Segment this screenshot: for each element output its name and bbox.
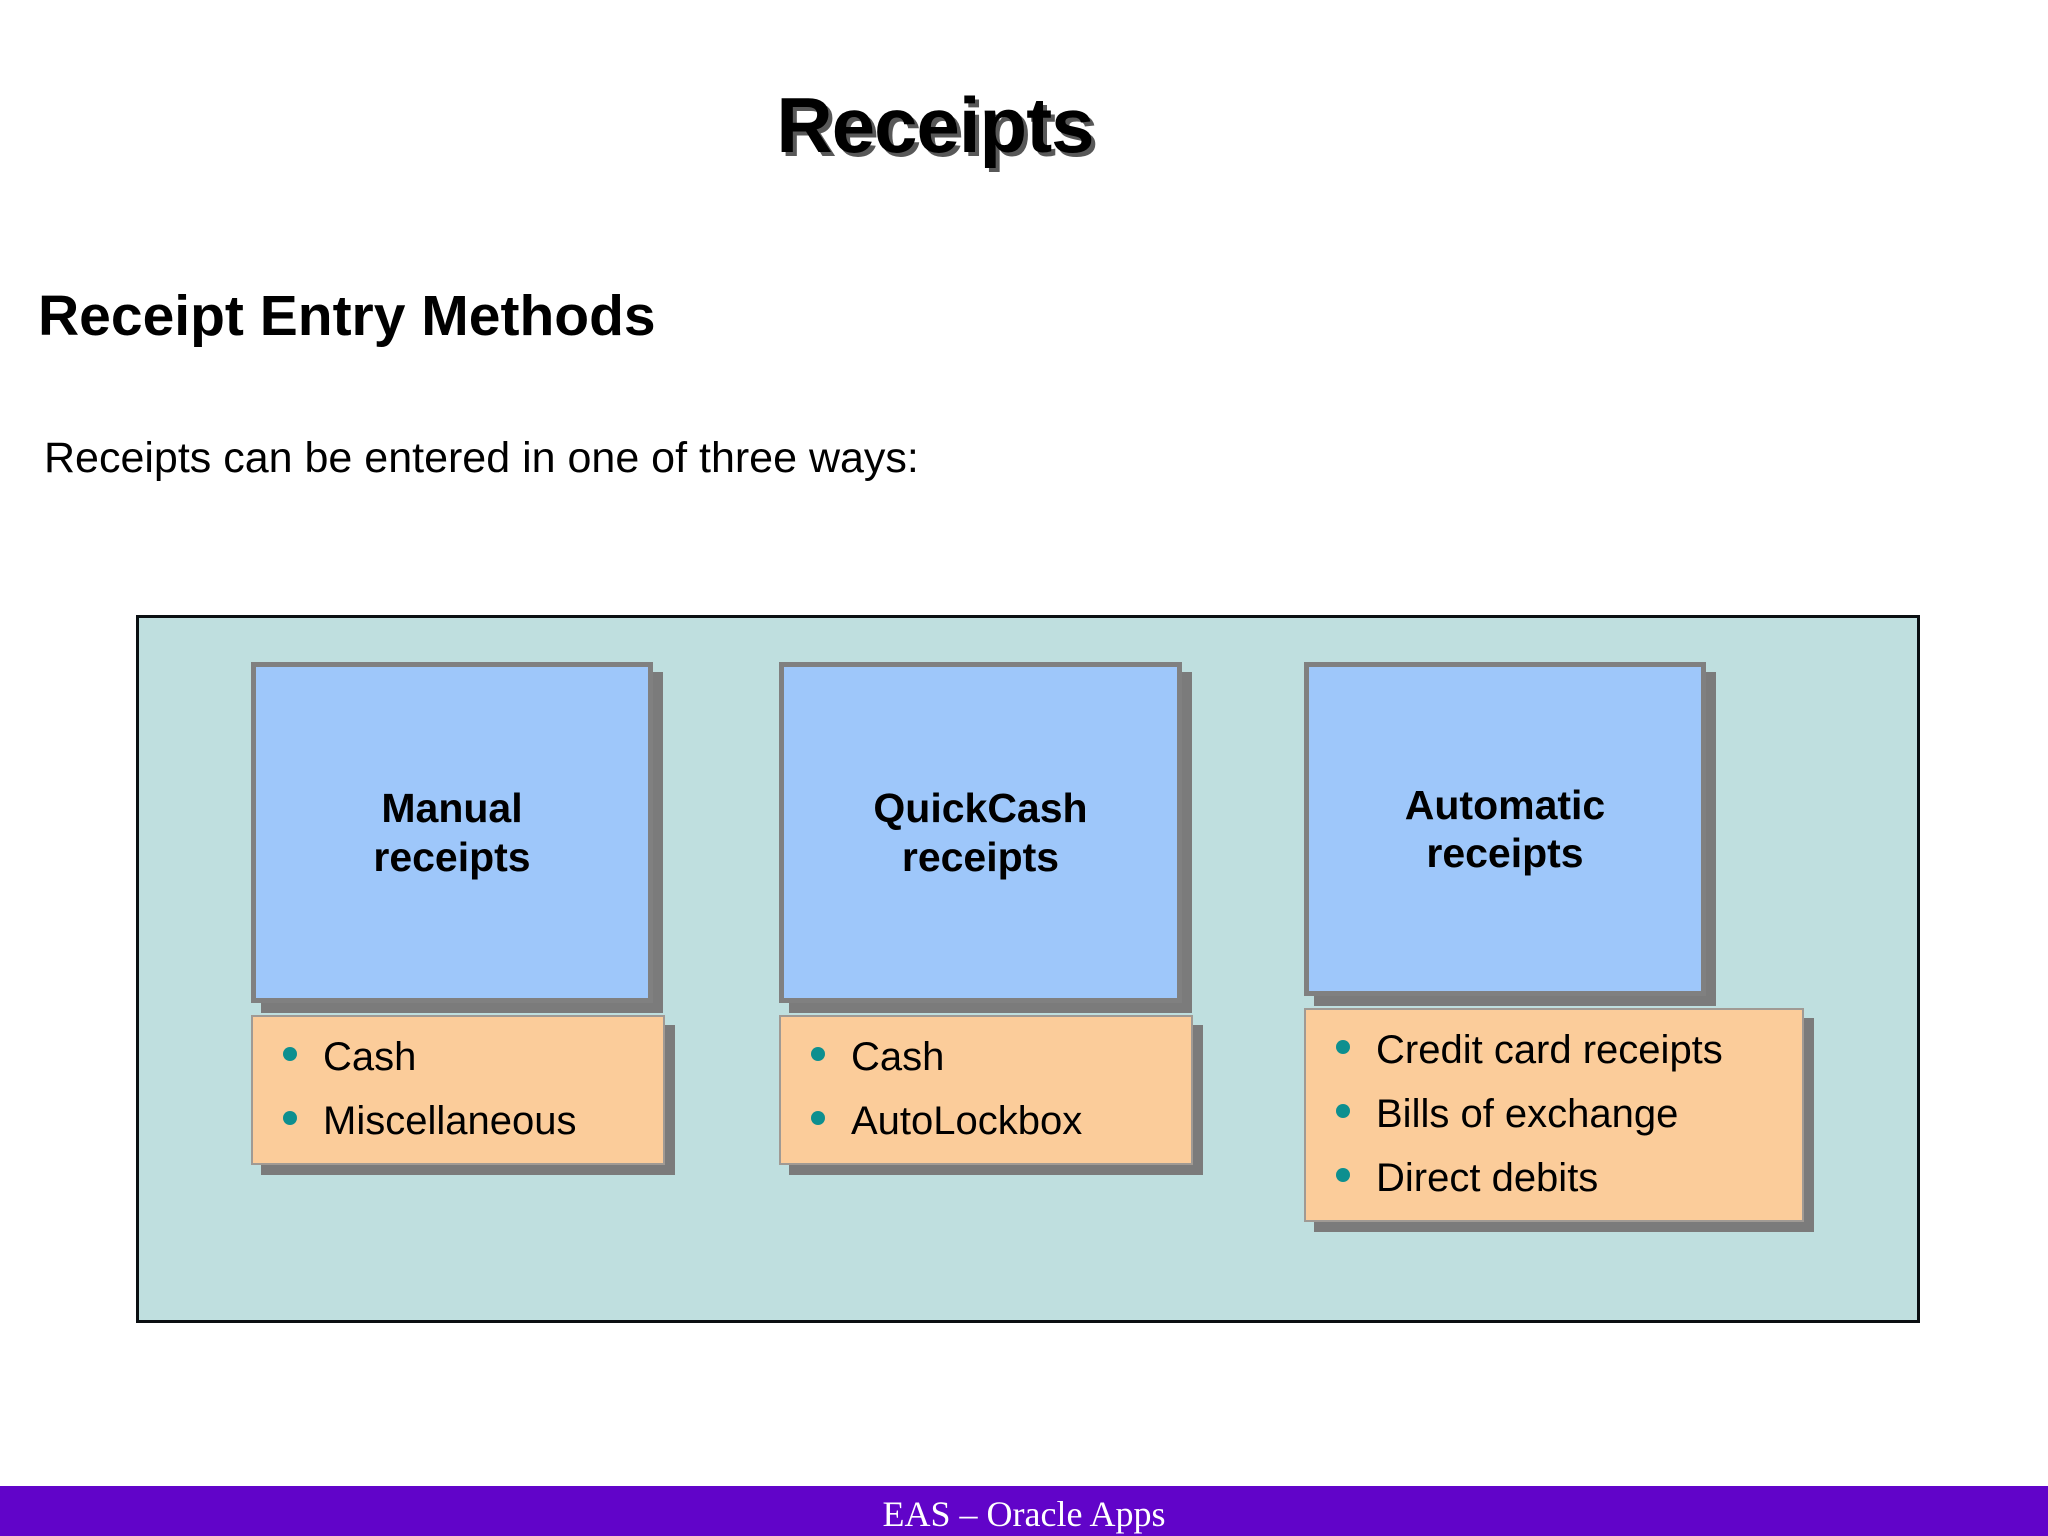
list-item: Direct debits — [1320, 1158, 1788, 1198]
list-item-label: Credit card receipts — [1376, 1028, 1723, 1072]
detail-box-automatic[interactable]: Credit card receipts Bills of exchange D… — [1304, 1008, 1804, 1222]
footer-label: EAS – Oracle Apps — [882, 1494, 1166, 1534]
intro-paragraph: Receipts can be entered in one of three … — [44, 434, 919, 482]
diagram-column-quickcash: QuickCash receipts Cash AutoLockbox — [779, 618, 1193, 1165]
list-item-label: Cash — [323, 1035, 417, 1079]
method-box-label-line2: receipts — [1426, 830, 1584, 876]
method-box-label-line2: receipts — [373, 833, 531, 880]
bullet-dot-icon — [811, 1111, 825, 1125]
bullet-dot-icon — [283, 1047, 297, 1061]
method-box-quickcash[interactable]: QuickCash receipts — [779, 662, 1182, 1003]
list-item-label: Miscellaneous — [323, 1099, 577, 1143]
list-item: Credit card receipts — [1320, 1030, 1788, 1070]
method-box-label: Manual receipts — [363, 784, 540, 881]
method-box-label-line1: QuickCash — [873, 785, 1088, 832]
method-box-label-line1: Manual — [381, 785, 523, 832]
method-box-label: Automatic receipts — [1395, 781, 1615, 878]
method-box-label: QuickCash receipts — [863, 784, 1097, 881]
receipt-entry-methods-diagram: Manual receipts Cash Miscellaneous Quick… — [136, 615, 1920, 1323]
detail-box-quickcash[interactable]: Cash AutoLockbox — [779, 1015, 1193, 1165]
detail-box-manual[interactable]: Cash Miscellaneous — [251, 1015, 665, 1165]
diagram-column-automatic: Automatic receipts Credit card receipts … — [1304, 618, 1804, 1222]
footer-bar: EAS – Oracle Apps — [0, 1486, 2048, 1536]
bullet-dot-icon — [283, 1111, 297, 1125]
bullet-dot-icon — [1336, 1104, 1350, 1118]
bullet-dot-icon — [811, 1047, 825, 1061]
section-heading: Receipt Entry Methods — [38, 284, 656, 348]
list-item: Bills of exchange — [1320, 1094, 1788, 1134]
diagram-column-manual: Manual receipts Cash Miscellaneous — [251, 618, 665, 1165]
list-item-label: Bills of exchange — [1376, 1092, 1679, 1136]
list-item-label: AutoLockbox — [851, 1099, 1083, 1143]
method-box-automatic[interactable]: Automatic receipts — [1304, 662, 1706, 996]
method-box-label-line2: receipts — [901, 833, 1060, 880]
list-item-label: Cash — [851, 1035, 945, 1079]
slide-title: Receipts — [776, 81, 1094, 169]
bullet-dot-icon — [1336, 1168, 1350, 1182]
list-item: Miscellaneous — [267, 1101, 649, 1141]
list-item-label: Direct debits — [1376, 1156, 1599, 1200]
bullet-dot-icon — [1336, 1040, 1350, 1054]
list-item: Cash — [267, 1037, 649, 1077]
method-box-label-line1: Automatic — [1404, 781, 1606, 828]
list-item: AutoLockbox — [795, 1101, 1177, 1141]
list-item: Cash — [795, 1037, 1177, 1077]
method-box-manual[interactable]: Manual receipts — [251, 662, 653, 1003]
